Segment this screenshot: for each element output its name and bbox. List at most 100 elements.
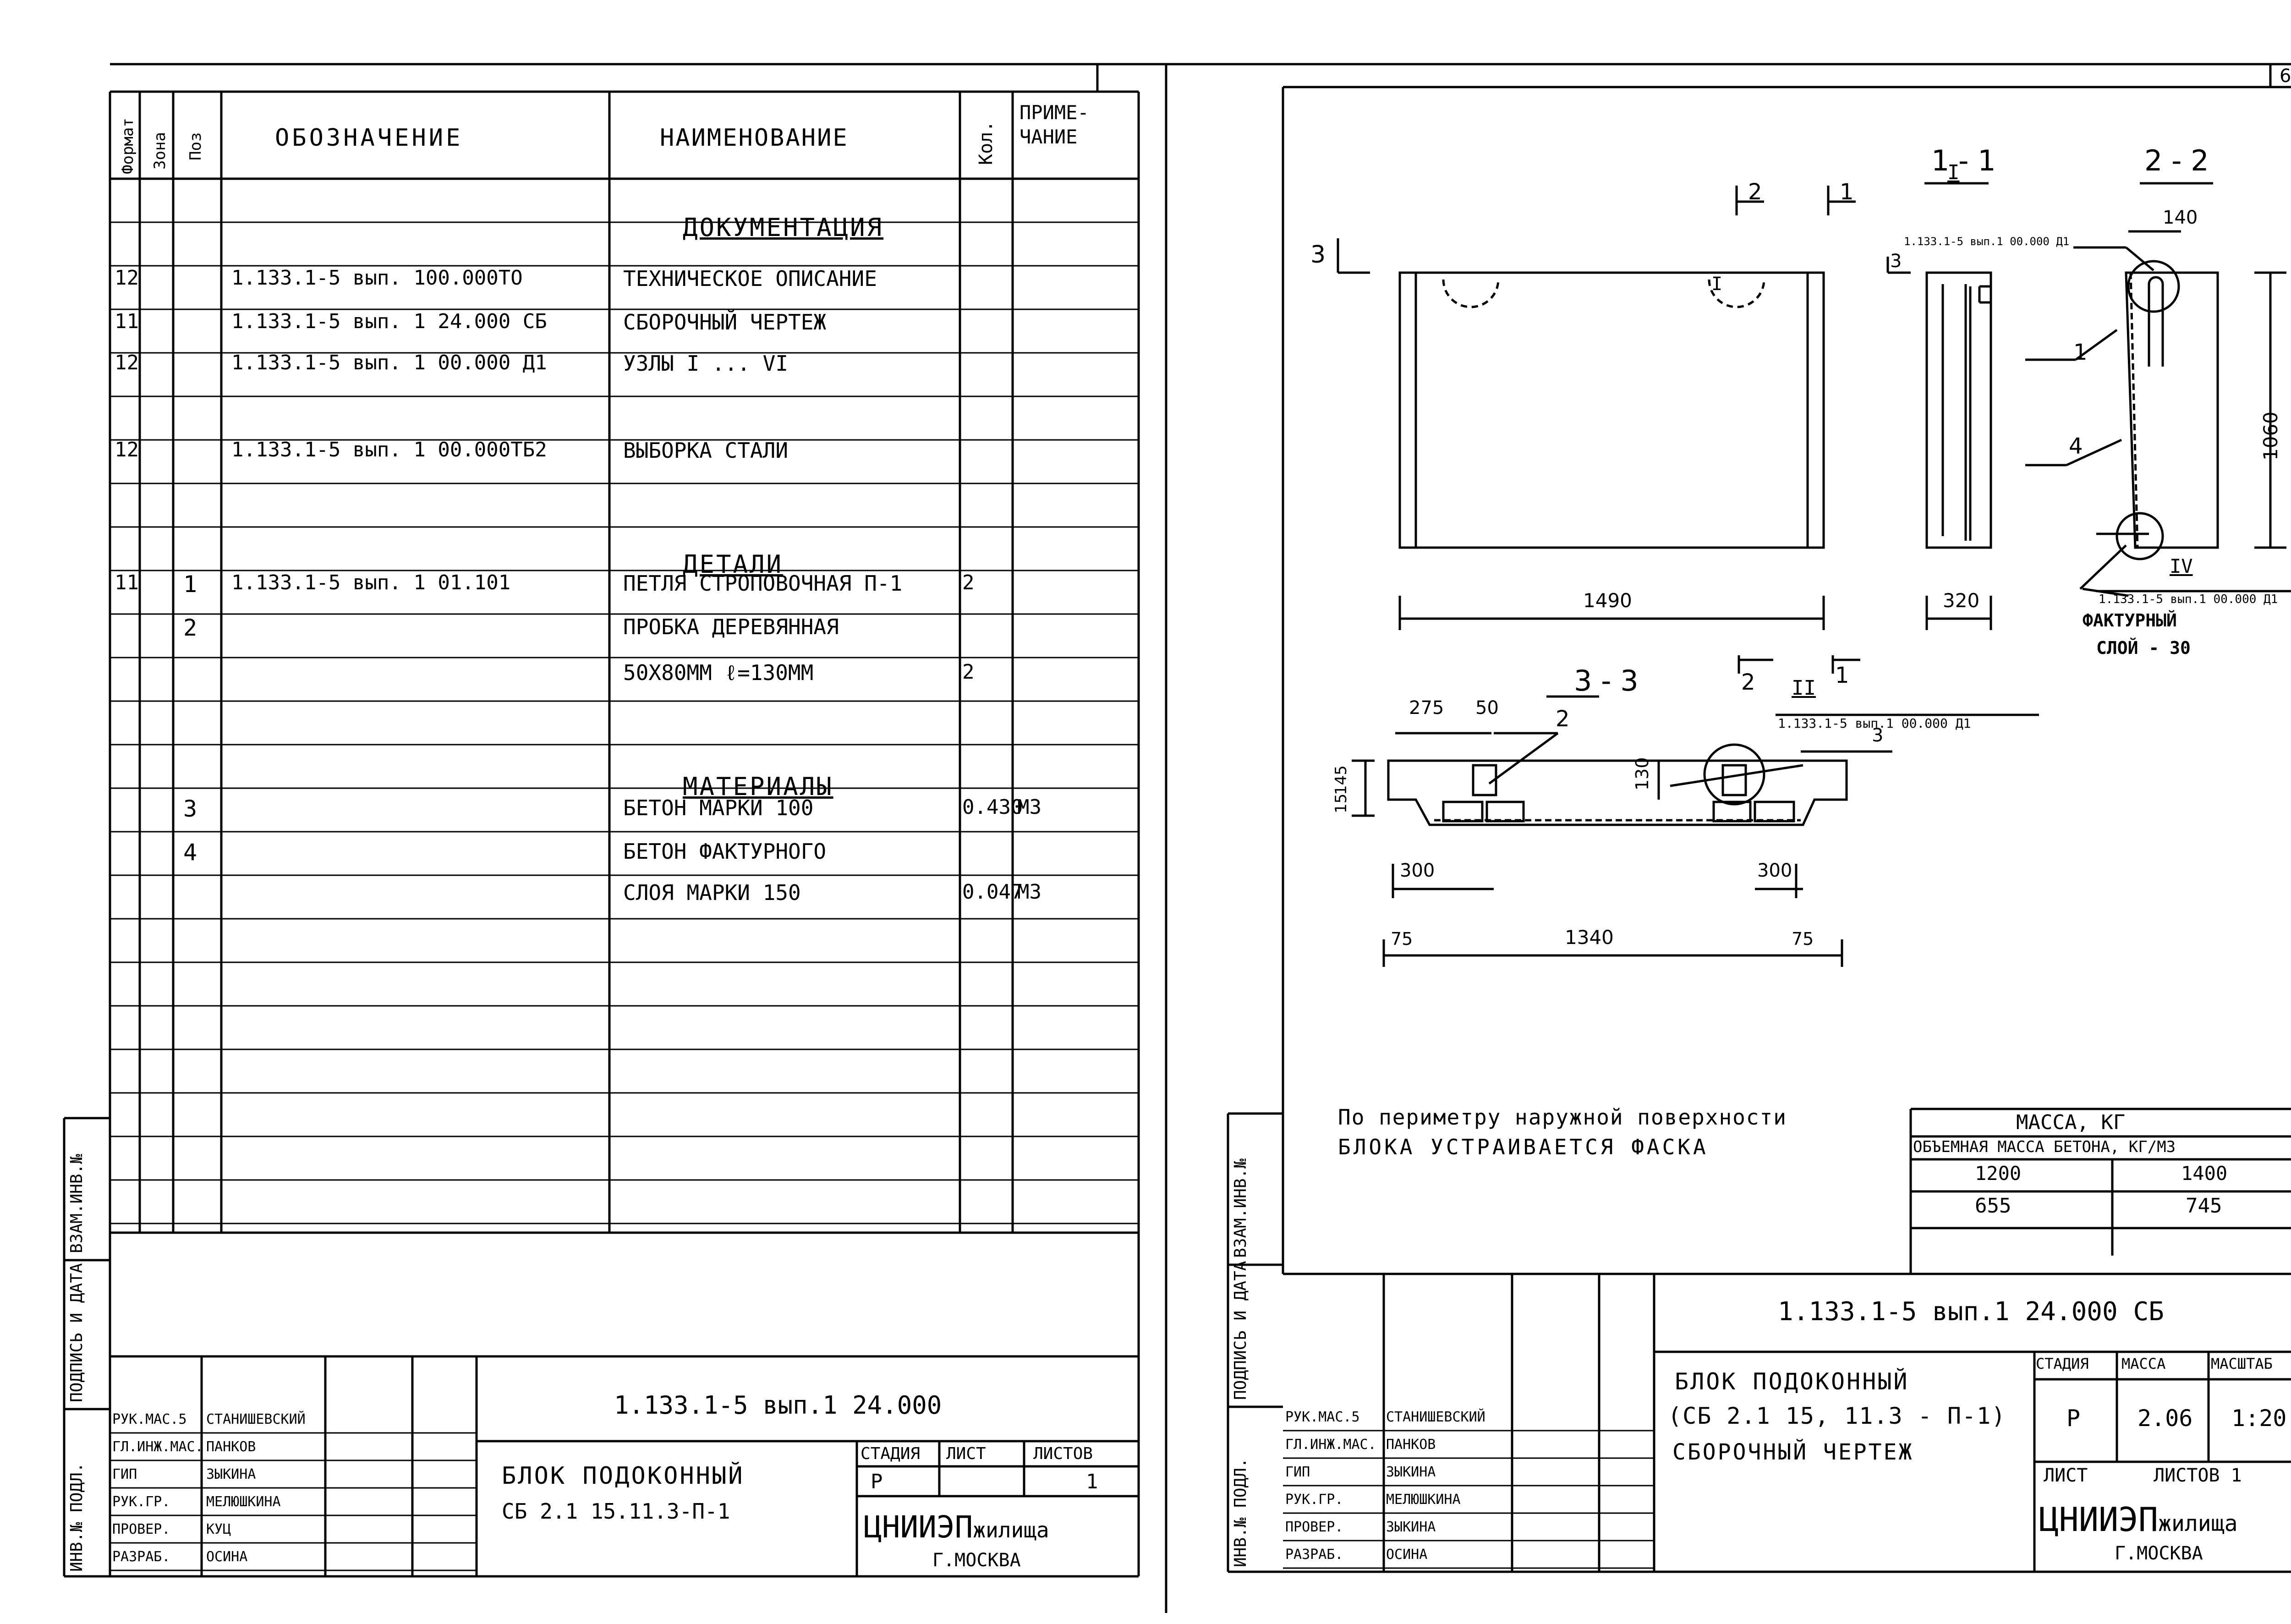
- sheet-number: 66: [2280, 66, 2291, 87]
- tb-left-code: 1.133.1-5 вып.1 24.000: [614, 1391, 942, 1420]
- header-format: Формат: [119, 118, 137, 174]
- side-label-podp-r: Подпись и дата: [1231, 1261, 1250, 1400]
- section-label-3-3: 3 - 3: [1574, 664, 1639, 697]
- header-zone: Зона: [151, 132, 169, 170]
- pos-label-2: 2: [1556, 706, 1570, 732]
- spec-cell-name: Узлы I ... VI: [623, 351, 789, 376]
- person-role: ГИП: [112, 1466, 137, 1482]
- person-name: Куц: [206, 1521, 231, 1537]
- dim-1060: 1060: [2259, 411, 2282, 461]
- spec-cell-format: 12: [115, 266, 139, 290]
- side-label-inv: Инв.№ подл.: [67, 1462, 86, 1572]
- side-label-vzam-r: Взам.инв.№: [1231, 1158, 1250, 1258]
- dim-130: 130: [1632, 757, 1652, 790]
- person-name: Мелюшкина: [206, 1494, 281, 1510]
- tb-left-org-name: ЦНИИЭП: [864, 1509, 973, 1545]
- spec-cell-qty: 2: [962, 571, 975, 594]
- spec-cell-name: Бетон марки 100: [623, 796, 814, 820]
- spec-cell-format: 12: [115, 351, 139, 374]
- tb-left-title2: СБ 2.1 15.11.3-П-1: [502, 1499, 730, 1524]
- tb-left-sheets: 1: [1086, 1470, 1098, 1493]
- mass-table-title: Масса, кг: [2016, 1111, 2126, 1134]
- person-role: Провер.: [1285, 1519, 1343, 1535]
- dim-50: 50: [1475, 697, 1499, 719]
- tb-left-sheet-label: Лист: [946, 1444, 986, 1463]
- chamfer-note-line1: По периметру наружной поверхности: [1338, 1105, 1787, 1130]
- tb-left-org-name2: жилища: [973, 1518, 1049, 1542]
- person-role: Рук.мас.5: [1285, 1409, 1360, 1425]
- header-designation: Обозначение: [275, 124, 463, 152]
- tb-left-sheets-label: Листов: [1033, 1444, 1093, 1463]
- layer-note-2: слой - 30: [2096, 638, 2191, 658]
- spec-cell-name: Петля строповочная П-1: [623, 571, 903, 596]
- dim-320: 320: [1943, 589, 1980, 612]
- person-role: Гл.инж.мас.: [112, 1439, 203, 1455]
- cut-mark-3-left: 3: [1310, 241, 1326, 269]
- node-ref-iv: 1.133.1-5 вып.1 00.000 Д1: [2099, 593, 2278, 606]
- spec-cell-name: Бетон фактурного: [623, 839, 827, 864]
- tb-right-mass-label: Масса: [2121, 1355, 2166, 1372]
- spec-cell-qty: 0.430: [962, 796, 1023, 819]
- spec-cell-format: 11: [115, 571, 139, 594]
- chamfer-note-line2: блока устраивается фаска: [1338, 1135, 1709, 1159]
- tb-right-code: 1.133.1-5 вып.1 24.000 СБ: [1778, 1297, 2164, 1327]
- mass-col-1400: 1400: [2181, 1162, 2228, 1185]
- tb-left-stage-label: Стадия: [860, 1444, 921, 1463]
- spec-cell-note: м3: [1017, 880, 1041, 904]
- spec-cell-pos: 1: [183, 571, 197, 598]
- header-qty: Кол.: [976, 121, 997, 165]
- header-pos: Поз: [186, 132, 205, 160]
- tb-left-org: ЦНИИЭПжилища: [864, 1512, 1049, 1542]
- dim-275: 275: [1409, 697, 1444, 719]
- person-name: Зыкина: [1386, 1519, 1436, 1535]
- spec-cell-format: 11: [115, 310, 139, 333]
- person-name: Мелюшкина: [1386, 1492, 1461, 1508]
- node-mark-i-a: I: [1947, 161, 1960, 184]
- side-label-vzam: Взам.инв.№: [67, 1154, 86, 1253]
- spec-cell-format: 12: [115, 438, 139, 461]
- node-mark-ii: II: [1792, 676, 1816, 700]
- spec-cell-designation: 1.133.1-5 вып. 100.000ТО: [231, 266, 523, 290]
- dim-300-left: 300: [1400, 860, 1435, 881]
- person-name: Панков: [1386, 1437, 1436, 1453]
- tb-right-mass: 2.06: [2138, 1405, 2193, 1432]
- mass-col-1200: 1200: [1975, 1162, 2022, 1185]
- spec-section-title: Материалы: [683, 772, 833, 801]
- cut-mark-2-top: 2: [1748, 179, 1762, 205]
- person-role: Рук.гр.: [112, 1494, 170, 1510]
- header-note: Приме- чание: [1019, 101, 1089, 148]
- mass-val-655: 655: [1975, 1194, 2011, 1218]
- tb-right-org-name: ЦНИИЭП: [2039, 1500, 2159, 1539]
- spec-cell-name: 50х80мм ℓ=130мм: [623, 660, 814, 685]
- spec-cell-name: слоя марки 150: [623, 880, 801, 905]
- dim-300-right: 300: [1757, 860, 1792, 881]
- spec-cell-pos: 4: [183, 839, 197, 866]
- section-label-2-2: 2 - 2: [2144, 144, 2209, 177]
- spec-cell-name: Техническое описание: [623, 266, 877, 291]
- tb-right-stage-label: Стадия: [2036, 1355, 2089, 1372]
- spec-cell-name: Сборочный чертеж: [623, 310, 827, 335]
- node-mark-i-b: I: [1711, 274, 1723, 295]
- spec-cell-name: Пробка деревянная: [623, 614, 839, 639]
- dim-145: 145: [1332, 765, 1350, 795]
- spec-section-title: Документация: [683, 213, 884, 242]
- person-name: Осина: [206, 1549, 248, 1565]
- pos-label-1: 1: [2073, 340, 2088, 365]
- node-mark-iv: IV: [2170, 555, 2193, 577]
- dim-1490: 1490: [1583, 589, 1632, 612]
- tb-right-sheets-label: Листов 1: [2154, 1465, 2242, 1486]
- spec-cell-qty: 2: [962, 660, 975, 684]
- tb-right-title3: Сборочный чертеж: [1672, 1439, 1914, 1465]
- person-name: Зыкина: [1386, 1464, 1436, 1480]
- tb-right-sheet-label: Лист: [2044, 1465, 2088, 1486]
- pos-label-3: 3: [1872, 725, 1884, 746]
- tb-left-stage: Р: [871, 1470, 883, 1493]
- spec-cell-designation: 1.133.1-5 вып. 1 00.000 Д1: [231, 351, 547, 374]
- person-name: Станишевский: [206, 1411, 306, 1427]
- spec-cell-pos: 2: [183, 614, 197, 641]
- spec-cell-pos: 3: [183, 796, 197, 822]
- cut-mark-3-right: 3: [1890, 251, 1902, 272]
- node-ref-i: 1.133.1-5 вып.1 00.000 Д1: [1904, 235, 2070, 248]
- dim-75-left: 75: [1391, 929, 1413, 949]
